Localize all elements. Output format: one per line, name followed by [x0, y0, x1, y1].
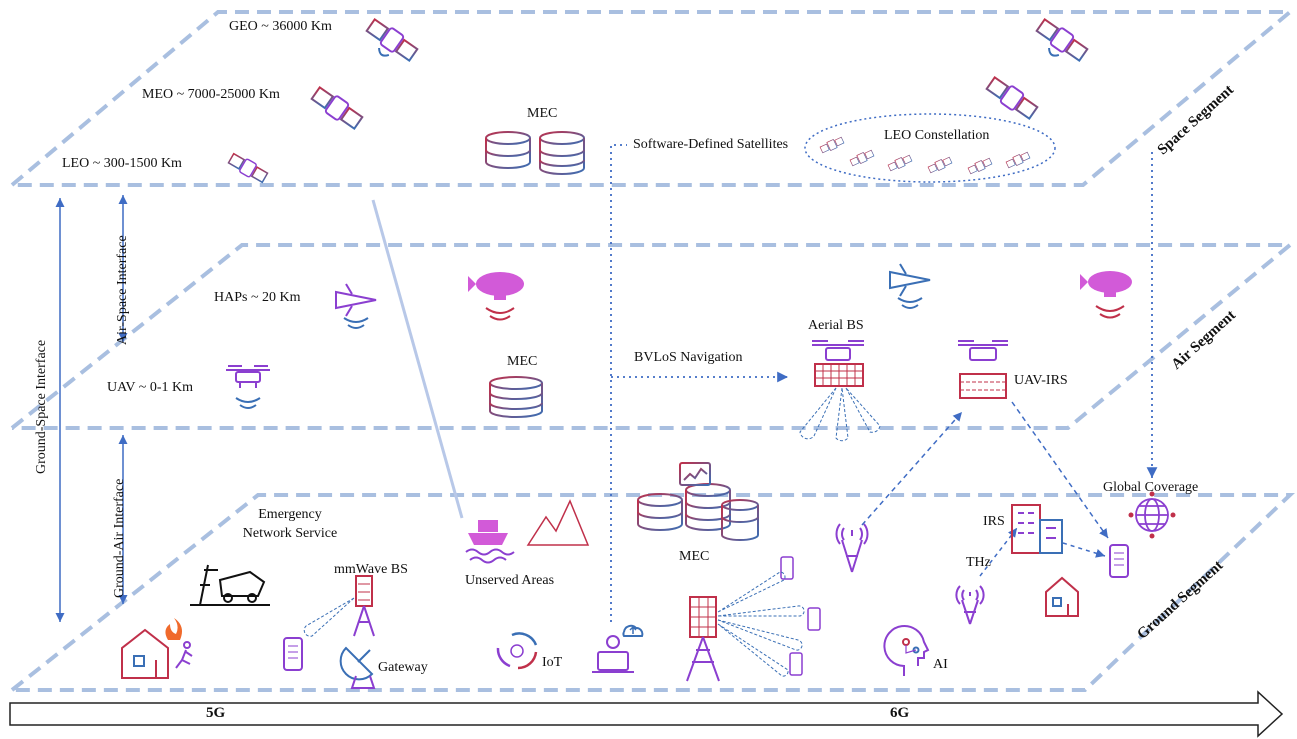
mmwave-bs-tower-icon — [303, 575, 375, 637]
airship-icon — [1080, 271, 1132, 319]
leo-label: LEO ~ 300-1500 Km — [62, 156, 182, 171]
airship-icon — [468, 272, 524, 321]
uav-irs-label: UAV-IRS — [1014, 373, 1068, 388]
house-icon — [1045, 576, 1079, 617]
uav-drone-icon — [226, 365, 270, 409]
leo-constellation-label: LEO Constellation — [884, 128, 990, 143]
ground-space-interface-label: Ground-Space Interface — [34, 339, 49, 474]
mec-air-label: MEC — [507, 354, 538, 369]
gateway-label: Gateway — [378, 660, 428, 675]
burning-house-icon — [121, 618, 193, 679]
bvlos-label: BVLoS Navigation — [634, 350, 743, 365]
thz-to-irs — [979, 527, 1018, 577]
thz-antenna-icon — [955, 585, 985, 625]
irs-building-icon — [1011, 504, 1063, 554]
leo-constellation-ellipse — [804, 113, 1056, 183]
timeline-arrow — [9, 690, 1284, 738]
uav-label: UAV ~ 0-1 Km — [107, 380, 194, 395]
mec-server-icon — [485, 131, 585, 175]
tower-to-uavirs — [861, 411, 963, 526]
mec-server-icon — [637, 462, 759, 541]
uavirs-to-phone — [1011, 401, 1109, 539]
satellite-icon — [310, 85, 364, 131]
meo-label: MEO ~ 7000-25000 Km — [142, 87, 280, 102]
gateway-dish-icon — [339, 646, 376, 689]
thz-label: THz — [966, 555, 991, 570]
sds-label: Software-Defined Satellites — [633, 137, 789, 152]
geo-label: GEO ~ 36000 Km — [229, 19, 332, 34]
6g-label: 6G — [890, 705, 910, 721]
irs-to-phone — [1062, 542, 1106, 558]
global-coverage-label: Global Coverage — [1103, 480, 1199, 495]
iot-icon — [496, 632, 538, 670]
globe-icon — [1128, 491, 1176, 539]
irs-label: IRS — [983, 514, 1005, 529]
satellite-icon — [227, 152, 269, 184]
ship-icon — [465, 520, 515, 564]
air-space-interface-label: Air-Space Interface — [115, 235, 130, 345]
space-plane — [10, 10, 1296, 187]
iot-label: IoT — [542, 655, 563, 670]
mmwave-bs-label: mmWave BS — [334, 562, 408, 577]
6g-tower-icon — [686, 571, 805, 682]
uav-irs-icon — [958, 340, 1008, 399]
cloud-laptop-icon — [592, 624, 644, 673]
unserved-areas-label: Unserved Areas — [465, 573, 555, 588]
airplane-icon — [335, 283, 377, 329]
mec-space-label: MEC — [527, 106, 558, 121]
sds-link — [610, 144, 627, 622]
mec-ground-label: MEC — [679, 549, 710, 564]
haps-label: HAPs ~ 20 Km — [214, 290, 301, 305]
aerial-bs-label: Aerial BS — [808, 318, 864, 333]
phone-icon — [1109, 544, 1129, 578]
ground-air-interface-label: Ground-Air Interface — [112, 478, 127, 598]
satellite-icon — [365, 17, 419, 63]
satellite-icon — [985, 75, 1039, 121]
5g-label: 5G — [206, 705, 226, 721]
ground-plane — [10, 493, 1296, 692]
aerial-bs-icon — [799, 340, 881, 442]
airplane-icon — [889, 263, 931, 309]
air-plane — [10, 243, 1296, 430]
mountains-icon — [526, 499, 590, 546]
satellite-icon — [1035, 17, 1089, 63]
emergency-label: Emergency Network Service — [242, 507, 338, 541]
satellite-beam — [371, 199, 464, 519]
ai-label: AI — [933, 657, 948, 672]
ai-head-icon — [883, 625, 930, 676]
phone-icon — [780, 556, 821, 676]
antenna-tower-icon — [835, 523, 869, 573]
phone-icon — [283, 637, 303, 671]
constellation-satellites — [819, 136, 1031, 175]
disaster-icon — [190, 564, 270, 606]
mec-server-icon — [489, 376, 543, 418]
